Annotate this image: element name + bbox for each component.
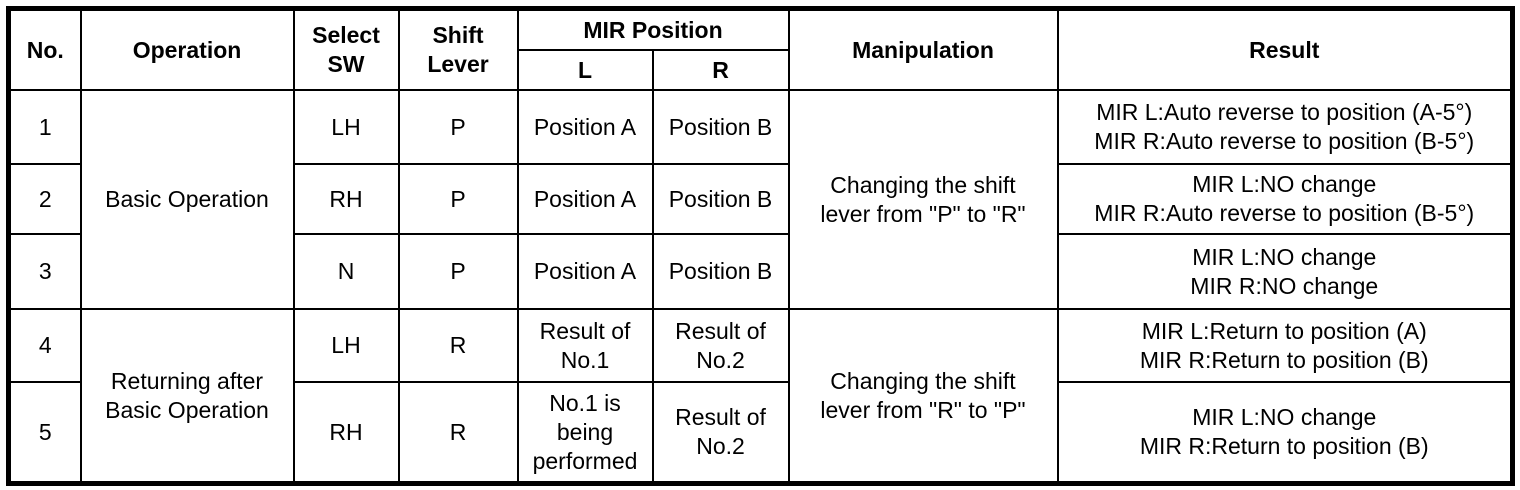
cell-select-sw: N: [292, 233, 400, 310]
col-header-select-sw: Select SW: [292, 7, 400, 91]
cell-shift-lever: P: [397, 163, 519, 235]
cell-no: 1: [7, 89, 82, 165]
col-header-manipulation: Manipulation: [787, 7, 1059, 91]
cell-shift-lever: R: [397, 381, 519, 485]
cell-result: MIR L:Return to position (A) MIR R:Retur…: [1056, 308, 1514, 383]
cell-select-sw: LH: [292, 308, 400, 383]
table-body: 1 Basic Operation LH P Position A Positi…: [7, 89, 1514, 485]
col-header-operation: Operation: [79, 7, 295, 91]
cell-no: 4: [7, 308, 82, 383]
col-header-mir-position: MIR Position: [516, 7, 790, 51]
cell-mir-r: Position B: [651, 89, 790, 165]
cell-select-sw: RH: [292, 163, 400, 235]
table-header: No. Operation Select SW Shift Lever MIR …: [7, 7, 1514, 91]
cell-result: MIR L:NO change MIR R:NO change: [1056, 233, 1514, 310]
cell-no: 2: [7, 163, 82, 235]
cell-result: MIR L:Auto reverse to position (A-5°) MI…: [1056, 89, 1514, 165]
cell-select-sw: RH: [292, 381, 400, 485]
col-header-mir-l: L: [516, 49, 654, 91]
col-header-mir-r: R: [651, 49, 790, 91]
cell-mir-l: Position A: [516, 89, 654, 165]
cell-operation-group: Basic Operation: [79, 89, 295, 310]
table-row: 1 Basic Operation LH P Position A Positi…: [7, 89, 1514, 310]
cell-shift-lever: P: [397, 233, 519, 310]
cell-manipulation-group: Changing the shift lever from "R" to "P": [787, 308, 1059, 485]
cell-no: 3: [7, 233, 82, 310]
cell-no: 5: [7, 381, 82, 485]
col-header-no: No.: [7, 7, 82, 91]
cell-mir-l: No.1 is being performed: [516, 381, 654, 485]
cell-shift-lever: R: [397, 308, 519, 383]
col-header-shift-lever: Shift Lever: [397, 7, 519, 91]
cell-select-sw: LH: [292, 89, 400, 165]
cell-mir-l: Position A: [516, 163, 654, 235]
cell-result: MIR L:NO change MIR R:Return to position…: [1056, 381, 1514, 485]
cell-mir-l: Result of No.1: [516, 308, 654, 383]
cell-operation-group: Returning after Basic Operation: [79, 308, 295, 485]
cell-shift-lever: P: [397, 89, 519, 165]
table-row: 5 RH R No.1 is being performed Result of…: [7, 381, 1514, 485]
cell-mir-r: Result of No.2: [651, 308, 790, 383]
header-row-top: No. Operation Select SW Shift Lever MIR …: [7, 7, 1514, 91]
header-row-sub: L R: [9, 49, 1513, 91]
cell-mir-l: Position A: [516, 233, 654, 310]
cell-manipulation-group: Changing the shift lever from "P" to "R": [787, 89, 1059, 310]
table-row: 3 N P Position A Position B MIR L:NO cha…: [7, 233, 1514, 310]
cell-mir-r: Position B: [651, 233, 790, 310]
cell-mir-r: Position B: [651, 163, 790, 235]
cell-result: MIR L:NO change MIR R:Auto reverse to po…: [1056, 163, 1514, 235]
col-header-result: Result: [1056, 7, 1514, 91]
mir-operation-table: No. Operation Select SW Shift Lever MIR …: [6, 6, 1515, 486]
table-row: 4 Returning after Basic Operation LH R R…: [7, 308, 1514, 485]
table-row: 2 RH P Position A Position B MIR L:NO ch…: [7, 163, 1514, 235]
cell-mir-r: Result of No.2: [651, 381, 790, 485]
